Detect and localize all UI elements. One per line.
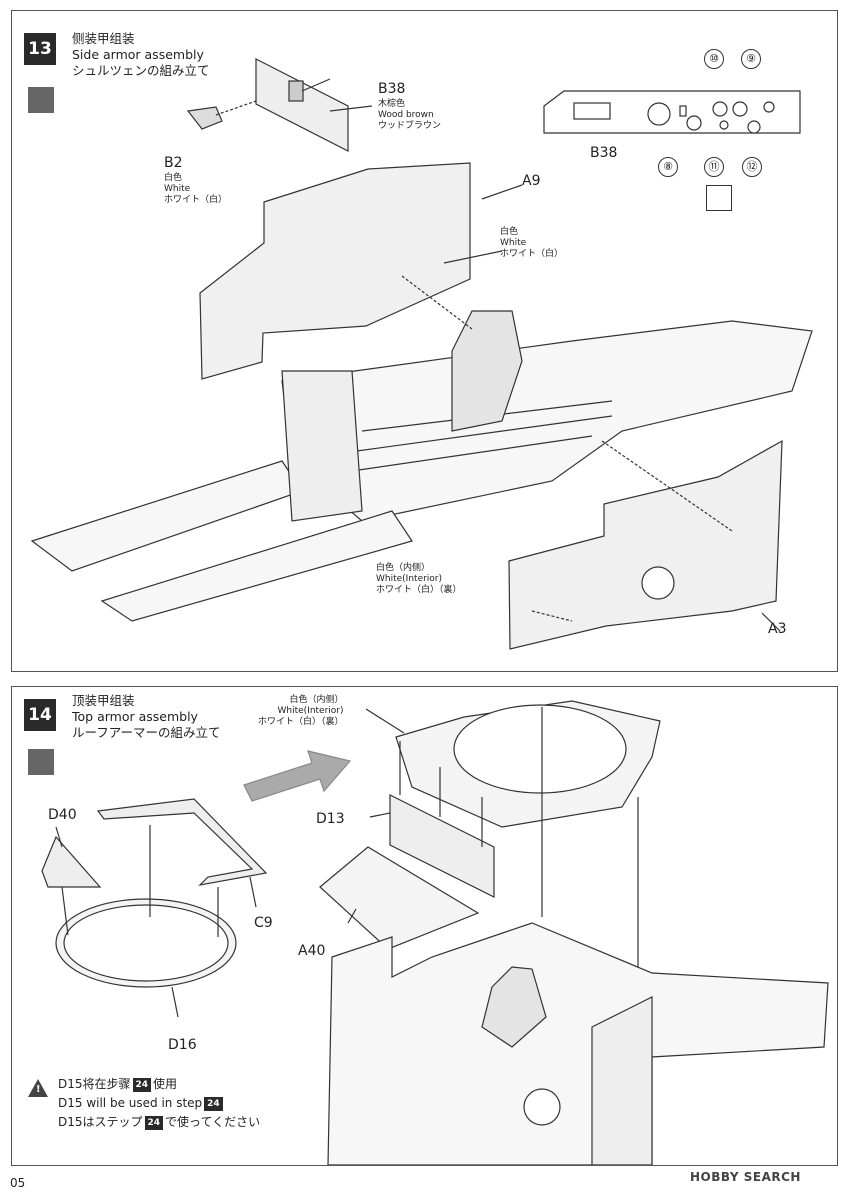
marker-9: ⑨ xyxy=(741,49,761,69)
part-label-b2: B2 xyxy=(164,155,183,171)
paint-en: White xyxy=(164,184,191,194)
paint-ja: ホワイト（白）（裏） xyxy=(258,717,344,727)
note-zh-pre: D15将在步骤 xyxy=(58,1077,131,1091)
warning-icon xyxy=(28,1079,48,1097)
part-label-b38: B38 xyxy=(378,81,406,97)
title-ja: シュルツェンの組み立て xyxy=(72,63,210,78)
marker-12: ⑫ xyxy=(742,157,762,177)
step-ref-badge: 24 xyxy=(132,1077,152,1092)
step-number: 14 xyxy=(24,699,56,731)
top-paint-callout: 白色（内侧） White(Interior) ホワイト（白）（裏） xyxy=(258,695,344,728)
part-label-b38-detail: B38 xyxy=(590,145,618,161)
part-label-a9: A9 xyxy=(522,173,541,189)
paint-zh: 白色（内侧） xyxy=(376,563,431,573)
paint-en: White(Interior) xyxy=(277,706,344,716)
note-ja-pre: D15はステップ xyxy=(58,1115,143,1129)
step13-drawing xyxy=(30,58,813,650)
part-label-d40: D40 xyxy=(48,807,77,823)
step-13-panel: 13 侧装甲组装 Side armor assembly シュルツェンの組み立て xyxy=(11,10,838,672)
a3-paint-callout: 白色（内侧） White(Interior) ホワイト（白）（裏） xyxy=(376,563,462,596)
title-en: Side armor assembly xyxy=(72,47,204,62)
step-title: 侧装甲组装 Side armor assembly シュルツェンの組み立て xyxy=(72,31,210,79)
marker-11: ⑪ xyxy=(704,157,724,177)
title-en: Top armor assembly xyxy=(72,709,198,724)
paint-zh: 白色 xyxy=(164,173,183,183)
step-ref-badge: 24 xyxy=(204,1096,223,1111)
b38-paint-callout: 木棕色 Wood brown ウッドブラウン xyxy=(378,99,441,132)
marker-10: ⑩ xyxy=(704,49,724,69)
paint-en: White xyxy=(500,238,527,248)
page-number: 05 xyxy=(10,1176,26,1190)
step-title: 顶装甲组装 Top armor assembly ルーフアーマーの組み立て xyxy=(72,693,221,741)
paint-brush-icon xyxy=(28,87,54,113)
paint-ja: ホワイト（白）（裏） xyxy=(376,585,462,595)
step-14-panel: 14 顶装甲组装 Top armor assembly ルーフアーマーの組み立て xyxy=(11,686,838,1166)
paint-en: White(Interior) xyxy=(376,574,443,584)
paint-brush-icon xyxy=(28,749,54,775)
part-label-d13: D13 xyxy=(316,811,345,827)
paint-zh: 白色（内侧） xyxy=(289,695,344,705)
note-ja-post: で使ってください xyxy=(165,1115,261,1129)
paint-ja: ウッドブラウン xyxy=(378,121,442,131)
part-label-d16: D16 xyxy=(168,1037,197,1053)
watermark-logo: HOBBY SEARCH xyxy=(690,1170,801,1184)
paint-zh: 白色 xyxy=(500,227,519,237)
paint-en: Wood brown xyxy=(378,110,434,120)
step-ref-badge: 24 xyxy=(144,1115,164,1130)
paint-zh: 木棕色 xyxy=(378,99,406,109)
note-en-pre: D15 will be used in step xyxy=(58,1096,203,1110)
part-label-a40: A40 xyxy=(298,943,326,959)
title-zh: 顶装甲组装 xyxy=(72,693,135,708)
paint-ja: ホワイト（白） xyxy=(500,249,564,259)
note-zh-post: 使用 xyxy=(153,1077,178,1091)
part-label-a3: A3 xyxy=(768,621,787,637)
warning-mark: ! xyxy=(36,1084,41,1095)
title-ja: ルーフアーマーの組み立て xyxy=(72,725,221,740)
step-number: 13 xyxy=(24,33,56,65)
marker-8: ⑧ xyxy=(658,157,678,177)
step14-drawing xyxy=(41,700,829,1165)
b2-paint-callout: 白色 White ホワイト（白） xyxy=(164,173,227,206)
part-label-c9: C9 xyxy=(254,915,273,931)
title-zh: 侧装甲组装 xyxy=(72,31,135,46)
paint-ja: ホワイト（白） xyxy=(164,195,228,205)
paint-brush-icon xyxy=(706,185,732,211)
a9-paint-callout: 白色 White ホワイト（白） xyxy=(500,227,563,260)
step-note: D15将在步骤 24 使用 D15 will be used in step 2… xyxy=(58,1075,260,1132)
